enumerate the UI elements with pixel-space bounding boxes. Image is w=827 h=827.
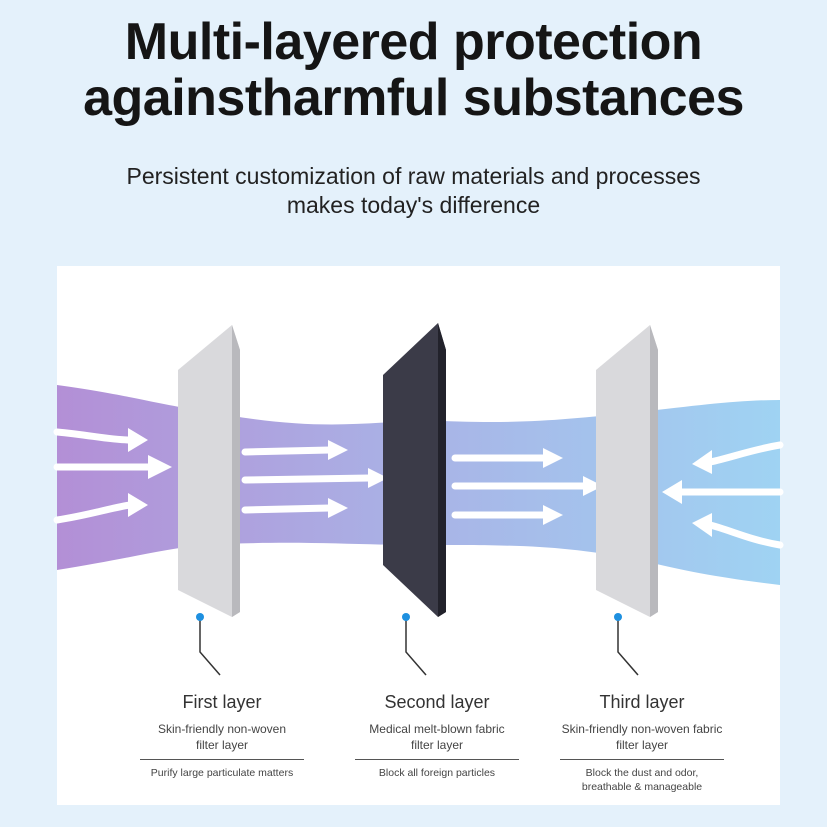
subtitle-line-1: Persistent customization of raw material… [126,163,701,189]
callout-lines [199,618,639,676]
layer-function: Block all foreign particles [378,767,496,779]
filter-layer-3 [596,325,658,617]
filter-layer-1 [178,325,240,617]
arrow-heads [128,428,712,537]
layer-name: First layer [182,692,262,712]
title-line-2: againstharmful substances [83,69,744,127]
flow-arrows [53,428,784,549]
layer-function: Block the dust and odor,breathable & man… [581,767,703,793]
subtitle: Persistent customization of raw material… [0,162,827,220]
title-line-1: Multi-layered protection [124,13,703,71]
filter-layer-2 [383,323,446,617]
page-title: Multi-layered protection againstharmful … [0,14,827,126]
layer-label-third: Third layer Skin-friendly non-woven fabr… [542,692,742,794]
layer-name: Third layer [599,692,685,712]
layer-name: Second layer [384,692,490,712]
subtitle-line-2: makes today's difference [286,192,541,218]
callout-dots [196,613,622,621]
layer-function: Purify large particulate matters [150,767,294,779]
